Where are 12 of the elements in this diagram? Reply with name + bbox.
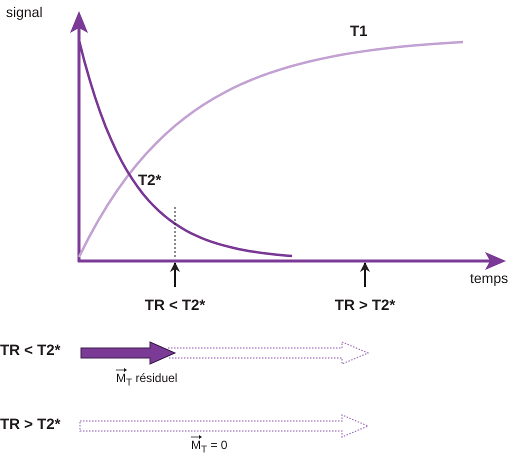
condition-label: TR < T2* xyxy=(144,298,206,314)
axis-label: signal xyxy=(6,5,43,20)
axis-label: temps xyxy=(470,271,508,286)
condition-label: TR > T2* xyxy=(334,298,396,314)
arrow xyxy=(360,262,370,287)
curve-label: T2* xyxy=(138,173,162,190)
vector-label: M$_{T}$ = 0 xyxy=(191,439,228,456)
row-label: TR < T2* xyxy=(0,343,60,360)
vector-label: M$_{T}$ résiduel xyxy=(116,372,178,388)
arrow xyxy=(170,262,180,287)
curve-label: T1 xyxy=(350,24,368,40)
row-label: TR > T2* xyxy=(0,417,60,434)
